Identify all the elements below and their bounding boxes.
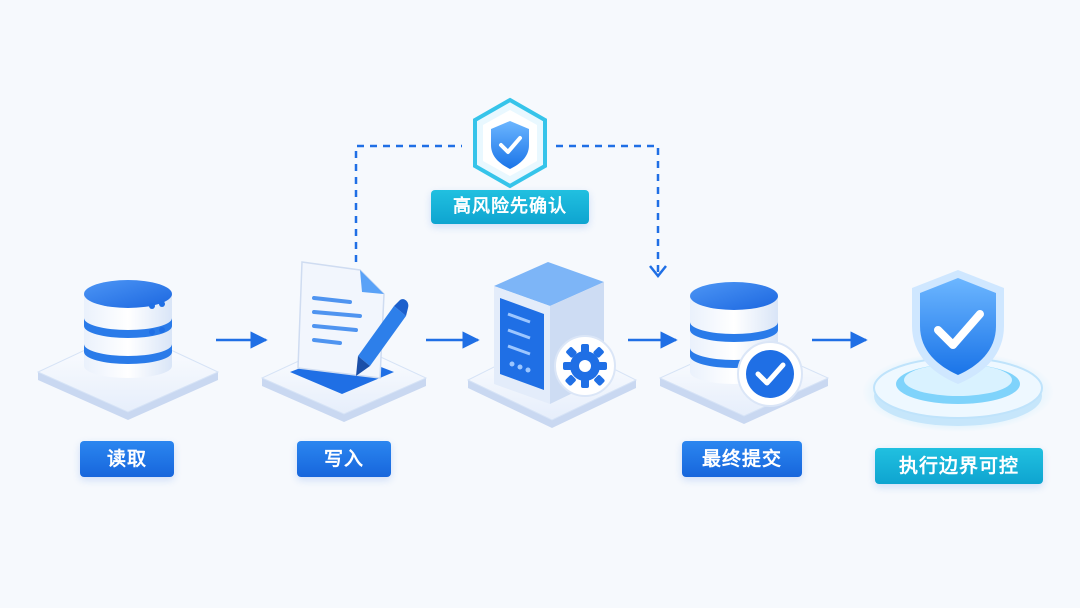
commit-label: 最终提交 bbox=[682, 441, 802, 477]
bound-node bbox=[862, 270, 1054, 432]
read-label: 读取 bbox=[80, 441, 174, 477]
commit-node bbox=[658, 282, 830, 424]
pedestal bbox=[862, 352, 1054, 432]
risk-confirm-path bbox=[354, 144, 667, 279]
check-badge-icon bbox=[737, 341, 803, 407]
write-node bbox=[260, 261, 428, 422]
pen-icon bbox=[356, 299, 409, 376]
database-check-icon bbox=[690, 282, 803, 407]
gear-icon bbox=[554, 335, 616, 397]
document-pen-icon bbox=[290, 261, 409, 394]
server-node bbox=[466, 262, 638, 428]
risk-confirm-label: 高风险先确认 bbox=[431, 190, 589, 224]
write-label: 写入 bbox=[297, 441, 391, 477]
shield-check-icon bbox=[912, 270, 1004, 384]
database-icon bbox=[84, 280, 172, 378]
dashed-arrow-head bbox=[649, 265, 667, 279]
read-node bbox=[36, 280, 220, 420]
risk-shield-icon bbox=[473, 97, 547, 189]
execution-bound-label: 执行边界可控 bbox=[875, 448, 1043, 484]
server-gear-icon bbox=[494, 262, 616, 404]
